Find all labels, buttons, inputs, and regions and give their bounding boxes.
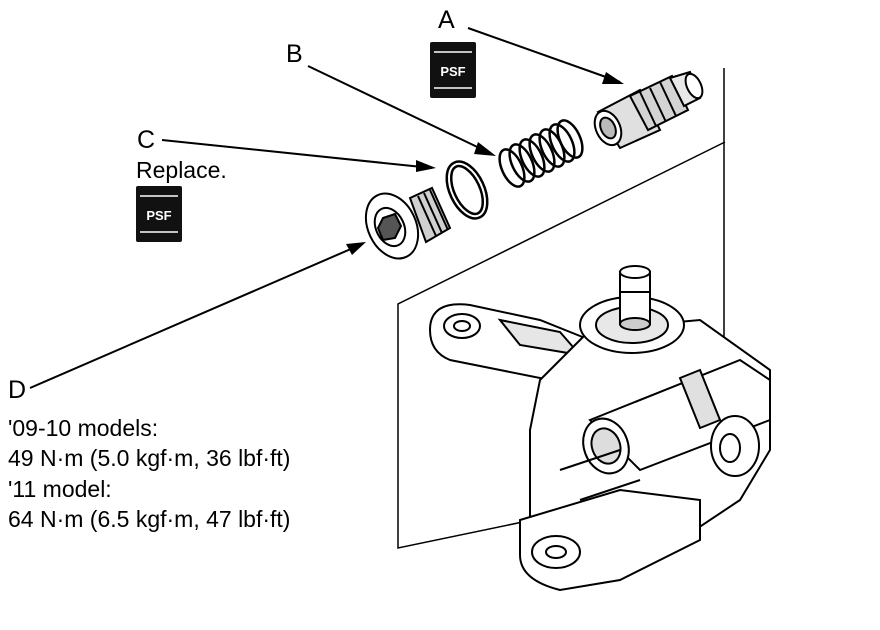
callout-b: B <box>286 40 303 68</box>
arrowhead-c <box>416 160 436 172</box>
fluid-can-label: PSF <box>146 208 171 223</box>
fluid-can-icon: PSF <box>136 186 182 242</box>
callout-a: A <box>438 6 455 34</box>
leader-b <box>307 65 493 155</box>
torque-note-line-2: 49 N·m (5.0 kgf·m, 36 lbf·ft) <box>8 445 290 471</box>
torque-note-line-3: '11 model: <box>8 476 112 502</box>
leader-lines <box>29 27 621 389</box>
callout-d: D <box>8 376 26 404</box>
valve-spring <box>498 119 584 188</box>
power-steering-pump <box>428 265 771 592</box>
replace-note: Replace. <box>136 157 227 183</box>
flow-control-valve <box>593 70 704 150</box>
leader-arrowheads <box>346 72 624 255</box>
arrowhead-b <box>474 142 496 156</box>
arrowhead-a <box>602 72 624 84</box>
leader-d <box>29 244 361 389</box>
torque-note-line-1: '09-10 models: <box>8 415 158 441</box>
torque-note-line-4: 64 N·m (6.5 kgf·m, 47 lbf·ft) <box>8 506 290 532</box>
arrowhead-d <box>346 242 366 255</box>
cap-bolt <box>364 186 452 260</box>
callout-c: C <box>137 126 155 154</box>
leader-a <box>467 27 621 83</box>
leader-c <box>161 139 433 169</box>
fluid-can-label: PSF <box>440 64 465 79</box>
o-ring <box>445 160 489 220</box>
fluid-can-icon: PSF <box>430 42 476 98</box>
